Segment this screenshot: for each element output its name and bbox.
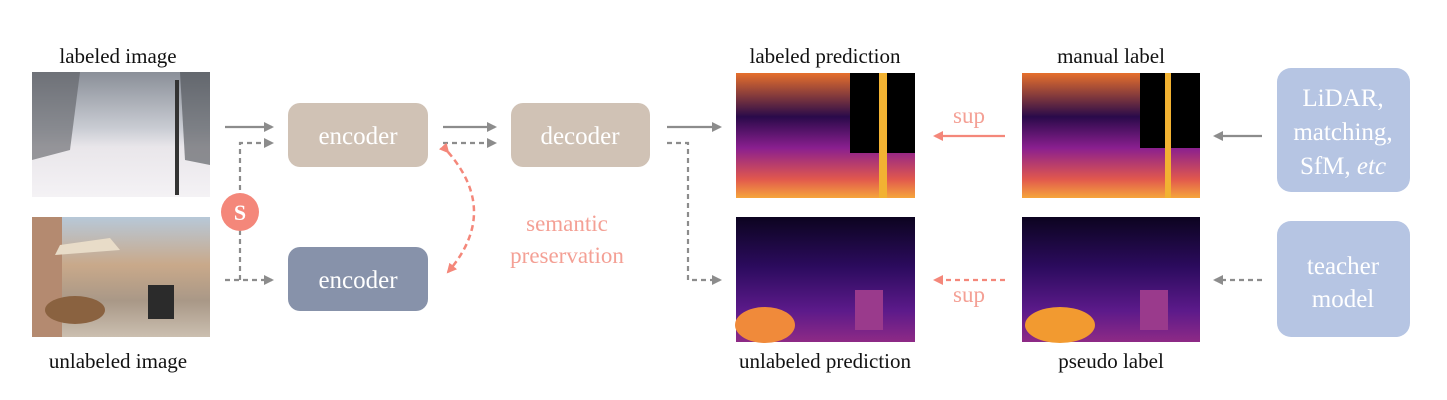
svg-text:matching,: matching, [1293,119,1392,146]
sup-label-top: sup [953,103,985,128]
pseudo-label-label: pseudo label [1058,349,1164,373]
labeled-image [32,72,210,197]
semantic-label-line1: semantic [526,211,608,236]
svg-text:encoder: encoder [318,123,398,150]
svg-text:encoder: encoder [318,267,398,294]
encoder-top-block: encoder [288,103,428,167]
pseudo-label-image [1022,217,1200,343]
semantic-label-line2: preservation [510,243,624,268]
unlabeled-image [32,217,210,337]
decoder-block: decoder [511,103,650,167]
labeled-image-label: labeled image [59,44,176,68]
manual-label-image [1022,73,1200,198]
encoder-bottom-block: encoder [288,247,428,311]
labeled-prediction-image [736,73,915,198]
semantic-preservation-arrow [438,142,476,274]
teacher-model-block: teacher model [1277,221,1410,337]
strong-augmentation-badge: S [221,193,259,231]
svg-text:model: model [1312,286,1375,313]
labeled-prediction-label: labeled prediction [749,44,901,68]
sup-label-bottom: sup [953,282,985,307]
svg-text:LiDAR,: LiDAR, [1302,85,1383,112]
unlabeled-image-label: unlabeled image [49,349,187,373]
svg-text:S: S [234,200,246,225]
manual-label-label: manual label [1057,44,1165,68]
input-arrows [225,122,1262,285]
svg-text:SfM, etc: SfM, etc [1300,153,1386,180]
unlabeled-prediction-label: unlabeled prediction [739,349,912,373]
svg-text:decoder: decoder [540,123,620,150]
unlabeled-prediction-image [735,217,915,343]
svg-text:teacher: teacher [1307,253,1380,280]
label-sources-block: LiDAR, matching, SfM, etc [1277,68,1410,192]
